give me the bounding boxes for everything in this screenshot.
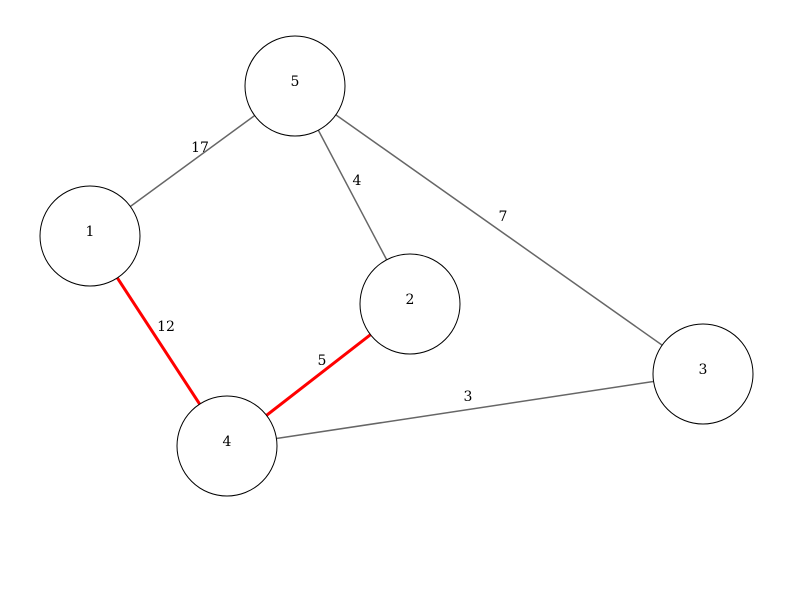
node-circle-1: [39, 185, 141, 287]
edge-labels-layer: 17 4 7 12 5 3: [157, 140, 507, 405]
node-2: 2: [359, 253, 461, 355]
edge-weight-1-4: 12: [157, 319, 175, 335]
node-label-3: 3: [699, 362, 708, 378]
node-circle-4: [176, 395, 278, 497]
node-5: 5: [244, 35, 346, 137]
node-circle-2: [359, 253, 461, 355]
node-4: 4: [176, 395, 278, 497]
edge-weight-2-4: 5: [318, 353, 327, 369]
node-3: 3: [652, 323, 754, 425]
node-label-5: 5: [291, 74, 300, 90]
node-label-2: 2: [406, 292, 415, 308]
edge-4-3: [226, 373, 704, 447]
edge-weight-5-1: 17: [191, 140, 209, 156]
edge-weight-5-2: 4: [353, 173, 362, 189]
node-circle-5: [244, 35, 346, 137]
edge-weight-4-3: 3: [464, 389, 473, 405]
node-label-4: 4: [223, 434, 232, 450]
node-1: 1: [39, 185, 141, 287]
node-circle-3: [652, 323, 754, 425]
node-label-1: 1: [86, 224, 95, 240]
edge-5-3: [294, 85, 704, 375]
edge-weight-5-3: 7: [499, 209, 508, 225]
